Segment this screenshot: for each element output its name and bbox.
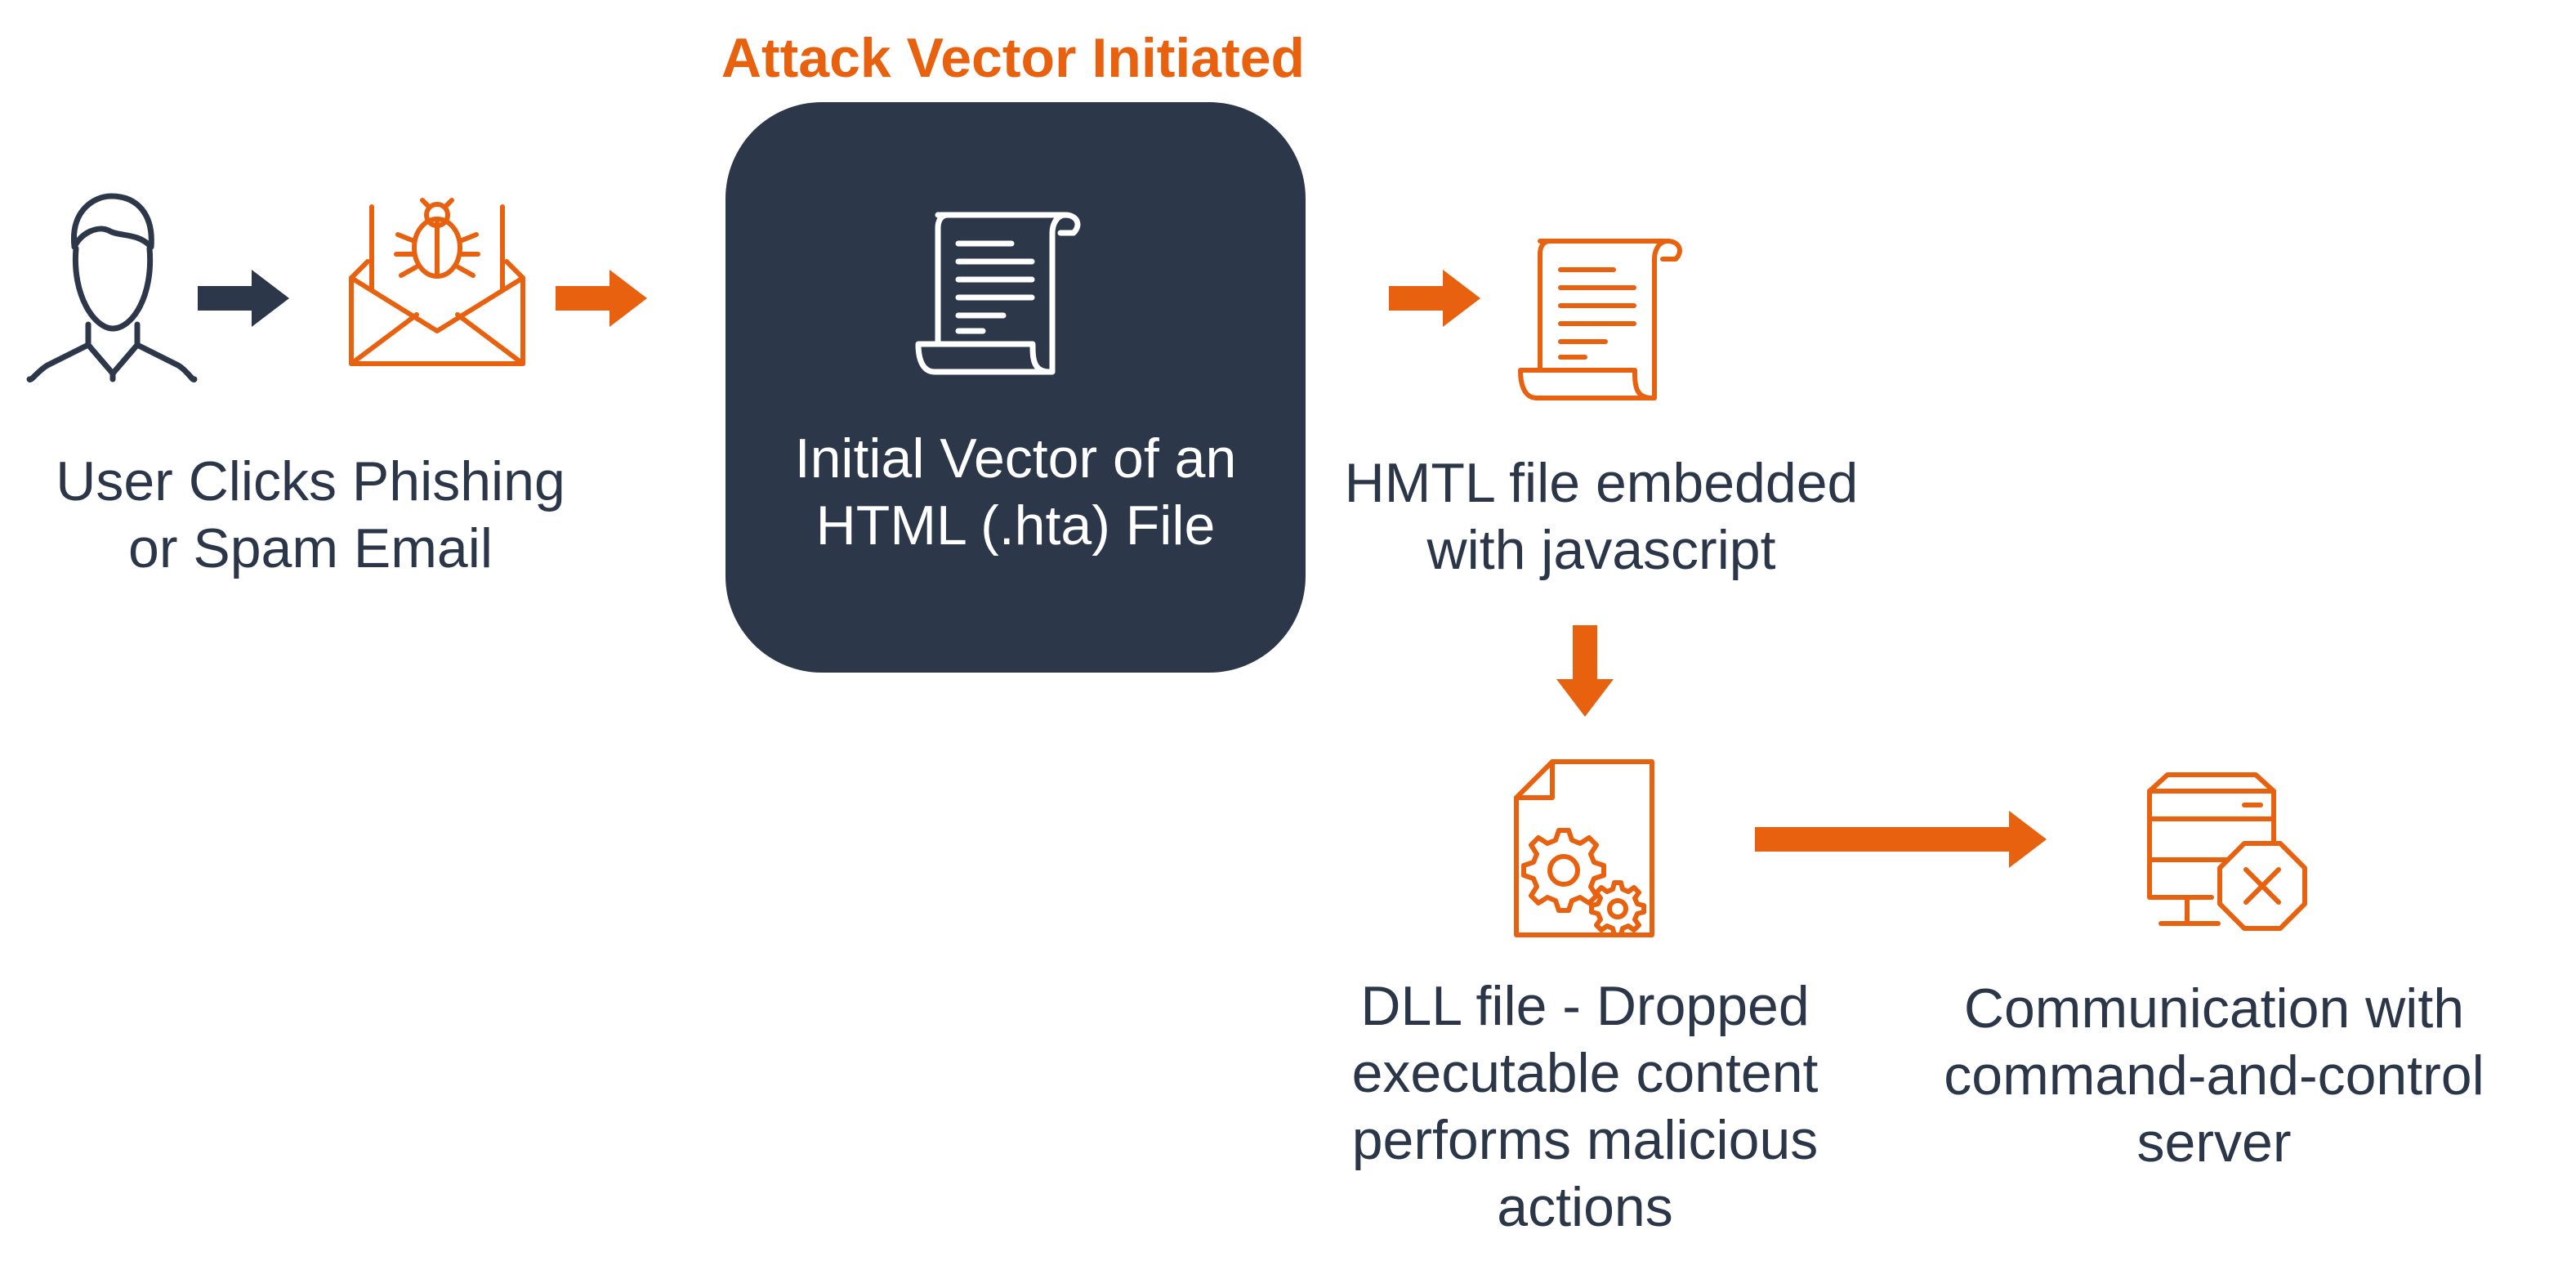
phishing-step-label: User Clicks Phishing or Spam Email xyxy=(25,448,596,582)
scroll-document-icon xyxy=(1518,239,1682,400)
scroll-document-icon xyxy=(915,212,1081,375)
c2-label: Communication with command-and-control s… xyxy=(1920,975,2508,1176)
phishing-line-1: User Clicks Phishing xyxy=(56,450,565,512)
initial-vector-label: Initial Vector of an HTML (.hta) File xyxy=(725,425,1306,559)
gear-document-icon xyxy=(1514,759,1654,937)
dll-file-line-3: performs malicious xyxy=(1351,1109,1819,1171)
arrow-icon xyxy=(556,270,647,327)
dll-file-line-2: executable content xyxy=(1351,1042,1819,1104)
initial-vector-line-2: HTML (.hta) File xyxy=(815,494,1216,557)
arrow-icon xyxy=(1389,270,1480,327)
initial-vector-line-1: Initial Vector of an xyxy=(794,427,1237,490)
html-file-label: HMTL file embedded with javascript xyxy=(1315,449,1887,584)
arrow-down-icon xyxy=(1556,625,1614,717)
arrow-icon xyxy=(1755,811,2047,868)
dll-file-label: DLL file - Dropped executable content pe… xyxy=(1291,973,1879,1241)
arrow-icon xyxy=(198,270,289,327)
initial-vector-box: Initial Vector of an HTML (.hta) File xyxy=(725,102,1306,673)
html-file-line-2: with javascript xyxy=(1426,519,1776,581)
html-file-line-1: HMTL file embedded xyxy=(1344,452,1859,514)
dll-file-line-4: actions xyxy=(1497,1176,1673,1238)
c2-line-2: command-and-control xyxy=(1944,1044,2484,1107)
phishing-line-2: or Spam Email xyxy=(128,517,493,579)
c2-line-1: Communication with xyxy=(1963,977,2465,1040)
user-icon xyxy=(26,193,198,382)
diagram-title: Attack Vector Initiated xyxy=(721,27,1306,89)
dll-file-line-1: DLL file - Dropped xyxy=(1360,975,1810,1037)
bug-envelope-icon xyxy=(349,198,525,366)
c2-line-3: server xyxy=(2136,1111,2292,1174)
server-blocked-icon xyxy=(2147,772,2307,931)
